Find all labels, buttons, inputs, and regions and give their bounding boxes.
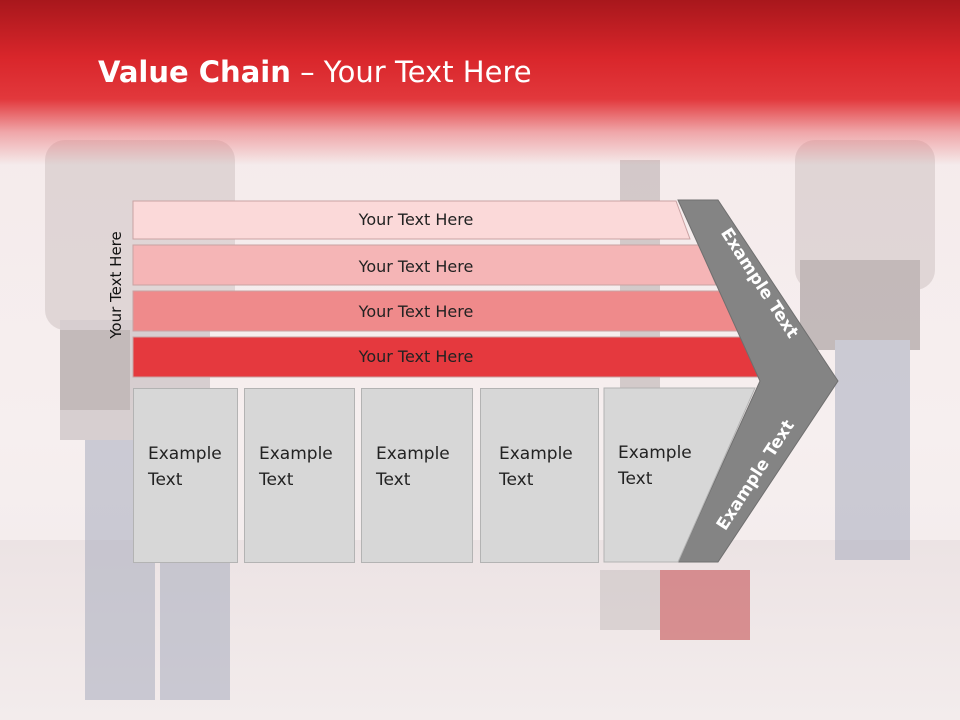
header-band [0,0,960,165]
box-4-line2: Text [499,470,534,490]
box-1: Example Text [133,388,238,563]
box-5-line2: Text [618,469,653,489]
title-rest: – Your Text Here [290,55,532,89]
band-4-label: Your Text Here [358,347,474,366]
box-1-line1: Example [148,444,222,464]
page-title: Value Chain – Your Text Here [98,55,532,89]
box-2-line2: Text [259,470,294,490]
box-5-text: Example Text [604,388,714,563]
box-4-line1: Example [499,444,573,464]
box-1-line2: Text [148,470,183,490]
box-5-line1: Example [618,443,692,463]
box-3: Example Text [361,388,473,563]
box-3-line1: Example [376,444,450,464]
band-1 [132,200,691,240]
box-2: Example Text [244,388,355,563]
box-2-line1: Example [259,444,333,464]
band-3-label: Your Text Here [358,302,474,321]
box-4: Example Text [480,388,599,563]
chevron-arrow [677,199,839,563]
band-2-label: Your Text Here [358,257,474,276]
title-bold: Value Chain [98,55,291,89]
box-5-shape [603,387,756,563]
box-3-line2: Text [376,470,411,490]
band-1-label: Your Text Here [358,210,474,229]
